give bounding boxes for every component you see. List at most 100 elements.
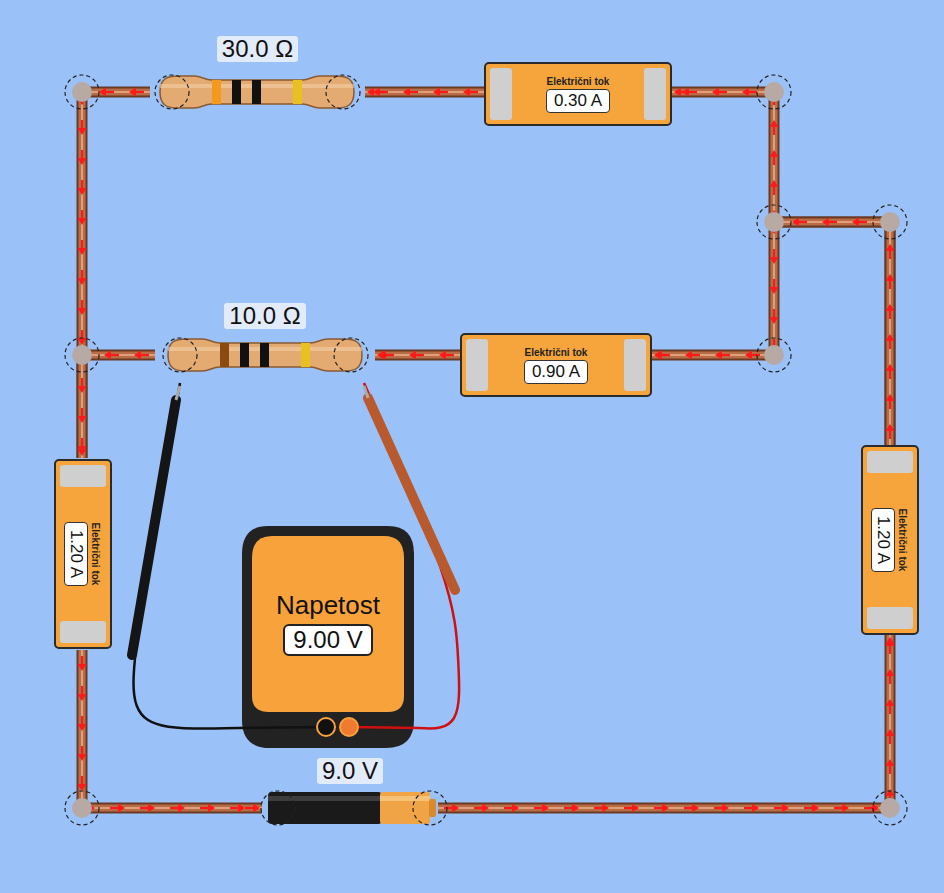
current-arrow [886, 637, 895, 652]
current-arrow [78, 120, 87, 135]
current-arrow [886, 729, 895, 744]
current-arrow [572, 804, 579, 813]
current-arrow [886, 424, 895, 439]
red-probe [364, 386, 368, 398]
current-arrow [105, 91, 114, 93]
current-arrow [886, 334, 895, 341]
current-arrow [78, 278, 87, 285]
current-arrow [798, 221, 807, 223]
current-arrow [444, 807, 453, 809]
junction [65, 75, 907, 825]
current-arrow [373, 91, 382, 93]
current-arrow [78, 746, 87, 761]
current-arrow [792, 218, 807, 227]
current-arrow [774, 807, 783, 809]
wire [76, 347, 155, 458]
current-arrow [564, 804, 579, 813]
current-arrow [118, 804, 125, 813]
current-arrow [403, 87, 418, 96]
current-arrow [770, 317, 779, 324]
current-arrow [81, 240, 83, 249]
ammeter: Električni tok0.90 A [460, 333, 652, 397]
current-arrow [886, 304, 895, 311]
wire [375, 350, 460, 361]
resistor-symbol [155, 75, 360, 109]
resistor-symbol [326, 75, 360, 109]
current-arrow [889, 675, 891, 684]
junction [873, 791, 907, 825]
current-arrow [564, 807, 573, 809]
meter-reading: 0.30 A [546, 89, 610, 113]
resistor-symbol [301, 343, 310, 367]
junction [757, 338, 791, 372]
current-arrow [886, 364, 895, 371]
current-arrow [433, 88, 440, 97]
current-arrow [680, 91, 689, 93]
current-arrow [889, 280, 891, 289]
current-arrow [886, 424, 895, 431]
current-arrow [81, 270, 83, 279]
junction [72, 82, 92, 102]
current-arrow [745, 351, 752, 360]
junction [764, 82, 784, 102]
current-arrow [78, 441, 87, 456]
wire [672, 92, 890, 445]
junction [764, 212, 784, 232]
junction [72, 345, 92, 365]
voltmeter: Napetost9.00 V [238, 520, 418, 752]
current-arrow [718, 91, 727, 93]
value-label: 10.0 Ω [224, 303, 305, 329]
current-arrow [230, 807, 239, 809]
wire [365, 87, 484, 98]
terminal [340, 718, 358, 736]
meter-reading: 1.20 A [65, 522, 89, 586]
current-arrow [744, 807, 753, 809]
current-arrow [78, 150, 87, 165]
current-arrow [655, 351, 662, 360]
resistor-symbol [212, 80, 221, 104]
current-arrow [439, 351, 446, 360]
junction [72, 798, 92, 818]
junction [880, 212, 900, 232]
current-arrow [889, 370, 891, 379]
current-arrow [748, 91, 757, 93]
current-arrow [474, 807, 483, 809]
current-arrow [78, 408, 87, 423]
current-arrow [721, 354, 730, 356]
current-arrow [81, 210, 83, 219]
wire [672, 92, 890, 445]
current-arrow [886, 669, 895, 676]
current-arrow [534, 807, 543, 809]
black-probe [176, 386, 180, 400]
wire [438, 635, 890, 808]
wire [438, 635, 890, 808]
meter-title: Električni tok [547, 76, 610, 88]
current-arrow [889, 705, 891, 714]
current-arrow [463, 88, 478, 97]
current-arrow [78, 308, 87, 315]
current-arrow [886, 394, 895, 409]
meter-title: Napetost [276, 590, 380, 620]
current-arrow [367, 88, 382, 97]
current-arrow [200, 807, 209, 809]
current-arrow [770, 180, 779, 195]
current-arrow [367, 88, 374, 97]
wire [375, 354, 460, 356]
resistor-symbol [163, 338, 368, 372]
current-arrow [889, 400, 891, 409]
resistor-symbol [220, 343, 229, 367]
current-arrow [377, 351, 384, 360]
current-arrow [886, 394, 895, 401]
black-probe [132, 386, 180, 655]
current-arrow [889, 430, 891, 439]
value-label: 30.0 Ω [217, 36, 298, 62]
battery-symbol [268, 792, 382, 824]
current-arrow [409, 351, 424, 360]
current-arrow [773, 309, 775, 318]
current-arrow [445, 354, 454, 356]
junction [65, 75, 99, 109]
current-arrow [654, 351, 669, 360]
wire [82, 355, 155, 458]
current-arrow [129, 88, 136, 97]
current-arrow [81, 180, 83, 189]
